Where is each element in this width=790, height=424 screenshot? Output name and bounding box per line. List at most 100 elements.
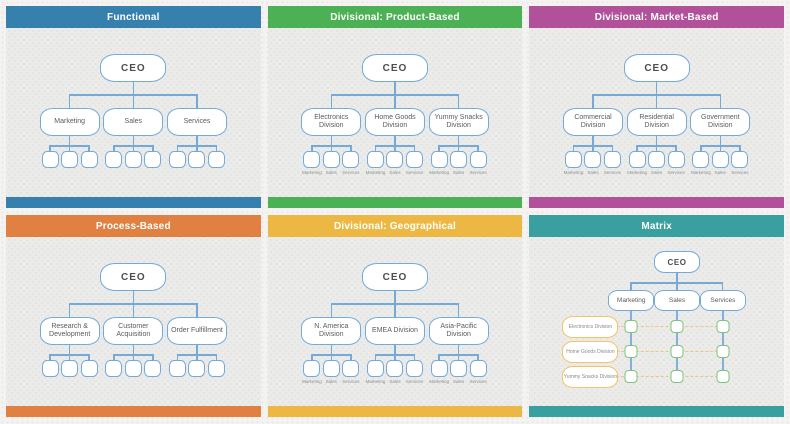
leaf-label: Marketing [563,170,584,175]
org-node: Yummy Snacks Division [428,108,489,136]
connector-line [330,303,333,317]
leaf-col [80,145,98,168]
connector-line [394,145,396,151]
leaf-group [105,354,162,377]
leaf-group: Marketing Sales Services [429,145,487,175]
connector-line [330,136,333,145]
connector-line [719,94,722,108]
org-leaf [207,360,225,377]
panel-header: Matrix [529,215,784,237]
leaf-label: Services [667,170,685,175]
leaf-col [124,145,142,168]
org-branch: Electronics Division Marketing Sales Ser… [299,94,363,197]
org-leaf [430,360,448,377]
org-node: Sales [103,108,164,136]
leaf-col [207,354,225,377]
connector-line [477,145,479,151]
org-leaf [405,151,423,168]
panel-footer [267,406,523,417]
org-leaf [648,151,666,168]
matrix-column-marketing: Marketing [608,290,655,311]
leaf-col [61,145,79,168]
panel-title: Divisional: Geographical [333,220,457,232]
panel-title: Process-Based [95,220,171,232]
org-leaf [469,360,487,377]
org-leaf [366,151,384,168]
leaf-col: Sales [386,145,404,175]
org-leaf [469,151,487,168]
connector-line [721,311,724,377]
connector-line [394,94,396,108]
leaf-col: Services [342,354,359,384]
matrix-row-yummy-snacks: Yummy Snacks Division [562,366,619,388]
connector-line [457,354,460,360]
connector-line [592,136,594,145]
org-node: Services [166,108,227,136]
leaf-label: Sales [587,170,599,175]
org-branch: Order Fulfillment [165,303,229,406]
leaf-label: Marketing [690,170,711,175]
matrix-cell [670,320,684,333]
leaf-label: Services [405,379,424,384]
org-branch: Sales [101,94,165,197]
connector-line [457,94,460,108]
connector-line [49,145,51,151]
leaf-col [168,145,186,168]
leaf-col [80,354,98,377]
connector-line [721,282,724,290]
connector-line [132,145,135,151]
connector-line [132,291,135,303]
leaf-col: Services [470,145,487,175]
panel-footer [6,197,261,208]
matrix-column-services: Services [699,290,746,311]
panel-functional: Functional CEO Marketing Sales [6,6,261,208]
connector-line [457,145,460,151]
panel-header: Process-Based [6,215,261,237]
panel-process-based: Process-Based CEO Research & Development… [6,215,261,417]
org-chart-process: CEO Research & Development Customer Acqu… [6,237,261,406]
matrix-cell [716,370,730,383]
leaf-label: Sales [389,379,401,384]
connector-line [394,303,396,317]
org-node: Marketing [39,108,100,136]
leaf-label: Sales [389,170,401,175]
connector-line [311,354,313,360]
org-node: Government Division [690,108,751,136]
connector-line [438,145,440,151]
connector-line [394,354,396,360]
leaf-col [124,354,142,377]
leaf-col: Sales [648,145,666,175]
org-leaf [105,151,123,168]
leaf-group: Marketing Sales Services [563,145,621,175]
leaf-col: Marketing [429,354,449,384]
connector-line [176,145,179,151]
leaf-label: Sales [714,170,726,175]
org-branch: N. America Division Marketing Sales Serv… [299,303,363,406]
org-chart-geographical: CEO N. America Division Marketing Sales … [267,237,523,406]
connector-line [196,303,198,317]
connector-line [196,145,198,151]
org-leaf [564,151,582,168]
connector-line [413,145,416,151]
matrix-cell [716,345,730,358]
org-node-ceo: CEO [654,251,701,273]
org-leaf [405,360,423,377]
panel-footer [267,197,523,208]
panel-header: Divisional: Market-Based [529,6,784,28]
leaf-label: Sales [453,170,465,175]
org-branch: Marketing [38,94,102,197]
connector-line [330,94,333,108]
matrix-column-sales: Sales [654,290,701,311]
dashed-connector-line [616,326,723,327]
connector-line [572,145,575,151]
leaf-label: Sales [325,379,337,384]
org-branch: Yummy Snacks Division Marketing Sales Se… [427,94,491,197]
org-node: Commercial Division [562,108,623,136]
connector-line [68,145,71,151]
connector-line [132,345,135,354]
leaf-col [41,145,59,168]
org-leaf [144,360,162,377]
connector-line [630,282,632,290]
connector-line [394,136,396,145]
connector-line [176,354,179,360]
